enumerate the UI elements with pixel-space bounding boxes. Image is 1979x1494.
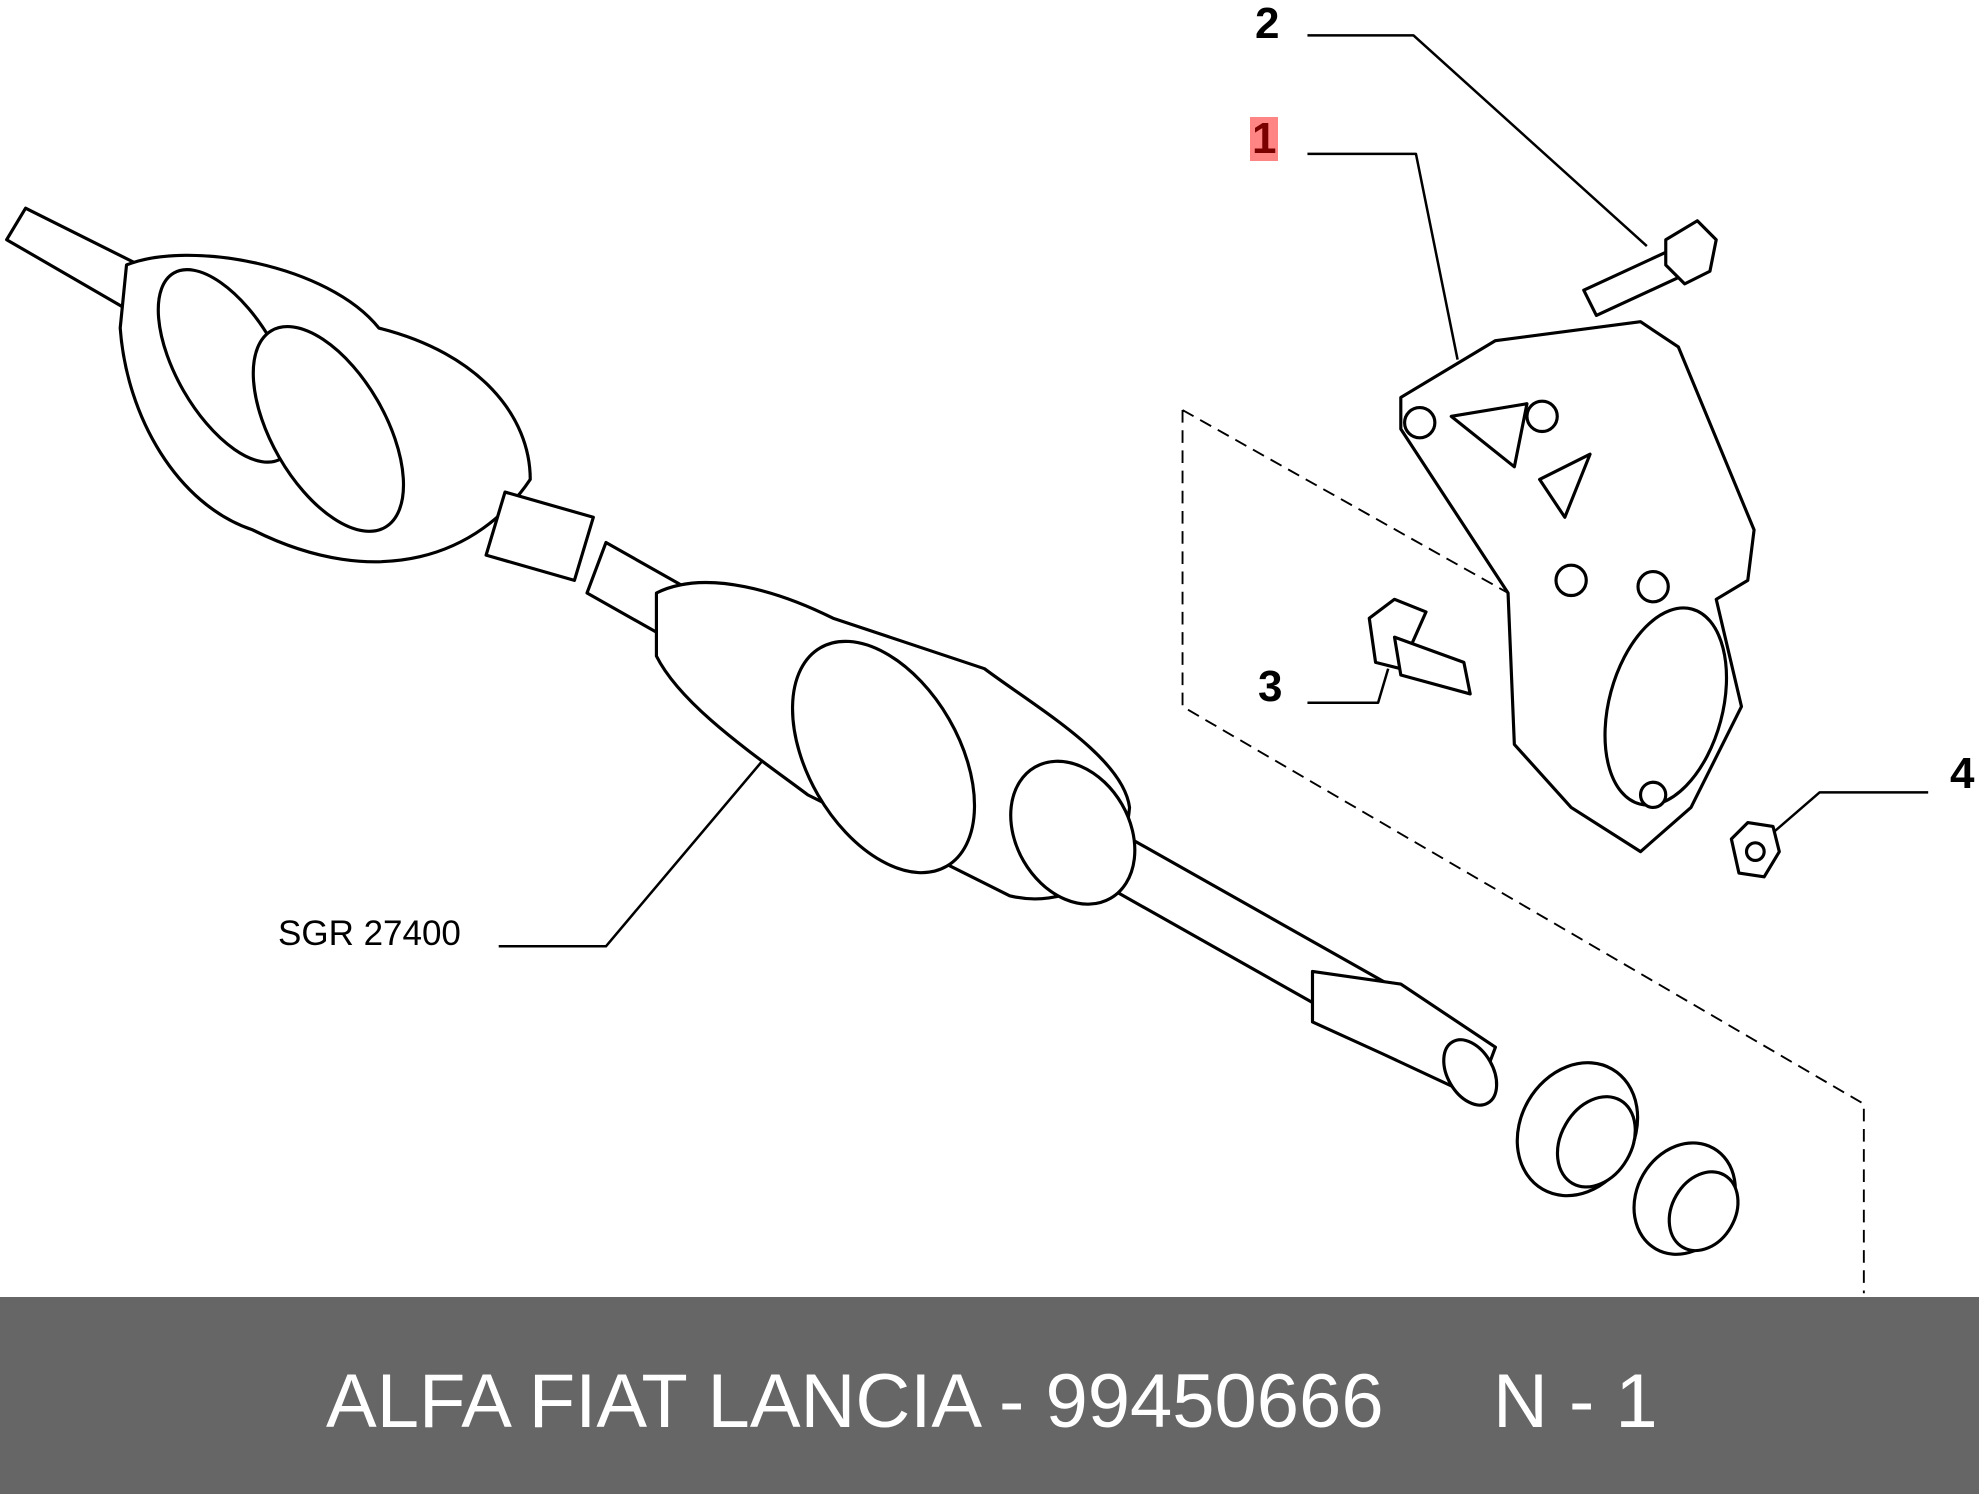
- leader-3: [1307, 668, 1390, 705]
- leader-2: [1307, 34, 1648, 247]
- leader-sgr: [498, 743, 778, 948]
- callout-1-highlighted[interactable]: 1: [1250, 114, 1279, 163]
- stud-part-3: [1367, 597, 1472, 696]
- driveshaft-exploded-drawing: [5, 34, 1929, 1294]
- bolt-part-2: [1582, 219, 1718, 317]
- nut-part-4: [1729, 821, 1781, 879]
- footer-reference: N - 1: [1493, 1359, 1658, 1444]
- footer-bar: [0, 1297, 1979, 1494]
- inner-cv-joint: [654, 580, 1499, 1107]
- callout-3[interactable]: 3: [1258, 662, 1283, 711]
- leader-4: [1772, 791, 1929, 834]
- bushing: [1632, 1141, 1740, 1256]
- leader-1: [1307, 152, 1459, 360]
- callout-2[interactable]: 2: [1255, 0, 1280, 48]
- support-bracket-part-1: [1399, 320, 1756, 854]
- assembly-code-label: SGR 27400: [278, 914, 461, 953]
- outer-cv-joint: [5, 206, 595, 582]
- bearing: [1515, 1061, 1640, 1198]
- kit-dashed-outline: [1181, 409, 1865, 1294]
- footer-part-number: ALFA FIAT LANCIA - 99450666: [326, 1359, 1384, 1444]
- callout-4[interactable]: 4: [1950, 749, 1975, 798]
